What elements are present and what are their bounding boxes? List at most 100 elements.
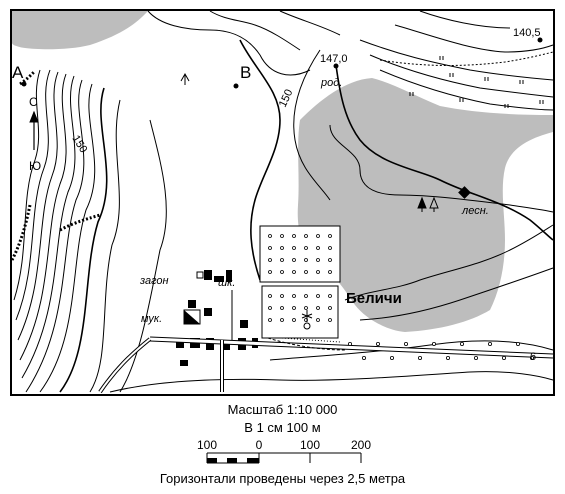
south-label: Ю (29, 159, 41, 173)
mill-label: мук. (141, 313, 162, 325)
roadside-tree-dot (459, 341, 464, 346)
orchard-dot (292, 306, 296, 310)
elevation-label-140: 140,5 (513, 27, 541, 39)
roadside-trees (347, 341, 535, 360)
contours-top (109, 10, 554, 393)
meadow-marks (409, 56, 544, 108)
roadside-tree-dot (516, 341, 521, 346)
orchard-dot (280, 294, 284, 298)
orchard-dot (292, 258, 296, 262)
orchard-dot (268, 258, 272, 262)
forester-house-icon (458, 186, 471, 199)
orchard-dot (292, 294, 296, 298)
roadside-tree-dot (389, 355, 394, 360)
orchard-dot (292, 270, 296, 274)
windmill-icon (301, 310, 313, 330)
pen-label: загон (139, 275, 169, 287)
orchard-dot (268, 306, 272, 310)
scale-tick-0: 0 (256, 438, 263, 452)
scale-tick-100: 100 (300, 438, 320, 452)
orchard-dot (316, 234, 320, 238)
roadside-tree-dot (417, 355, 422, 360)
roads (98, 290, 554, 394)
orchard-dot (304, 294, 308, 298)
village-label: Беличи (346, 290, 402, 307)
orchard-plots (259, 225, 341, 339)
roadside-tree-dot (403, 341, 408, 346)
orchard-dots (268, 234, 332, 322)
scale-tick-100-left: 100 (197, 438, 217, 452)
topographic-map: А В С Ю 147,0 140,5 150 150 род. лесн. з… (10, 9, 555, 396)
road-number-label: 6 (530, 351, 536, 363)
pen-enclosure (196, 271, 204, 279)
orchard-dot (304, 270, 308, 274)
roadside-tree-dot (501, 355, 506, 360)
orchard-dot (292, 246, 296, 250)
orchard-dot (316, 318, 320, 322)
orchard-dot (280, 246, 284, 250)
point-a-marker (21, 81, 27, 87)
point-a-label: А (12, 63, 24, 82)
spring-label: род. (320, 77, 342, 89)
ravine-marks (10, 70, 101, 261)
orchard-dot (268, 294, 272, 298)
orchard-dot (316, 306, 320, 310)
orchard-dot (328, 306, 332, 310)
mill-building (183, 309, 201, 325)
elevation-point-147 (333, 63, 339, 69)
roadside-tree-dot (375, 341, 380, 346)
orchard-dot (292, 318, 296, 322)
orchard-dot (268, 270, 272, 274)
orchard-dot (316, 294, 320, 298)
roadside-tree-dot (487, 341, 492, 346)
orchard-dot (268, 318, 272, 322)
orchard-dot (328, 258, 332, 262)
roadside-tree-dot (361, 355, 366, 360)
orchard-dot (304, 234, 308, 238)
scale-title: Масштаб 1:10 000 (227, 402, 338, 417)
orchard-dot (268, 234, 272, 238)
forester-label: лесн. (461, 205, 489, 217)
path-dotted (379, 51, 554, 66)
scale-subtitle: В 1 см 100 м (244, 420, 321, 435)
orchard-dot (292, 234, 296, 238)
orchard-dot (316, 246, 320, 250)
roadside-tree-dot (445, 355, 450, 360)
north-arrow (29, 110, 39, 150)
north-label: С (29, 95, 38, 109)
orchard-dot (328, 294, 332, 298)
orchard-dot (280, 270, 284, 274)
roadside-tree-dot (431, 341, 436, 346)
forest-area-top-left (12, 11, 148, 50)
embankment (281, 337, 341, 343)
scale-bar: 100 0 100 200 (197, 438, 371, 464)
contours-left (13, 69, 167, 393)
orchard-dot (316, 258, 320, 262)
scale-bar-segments (207, 458, 259, 463)
roadside-tree-dot (347, 341, 352, 346)
map-canvas: А В С Ю 147,0 140,5 150 150 род. лесн. з… (10, 9, 555, 396)
orchard-dot (328, 234, 332, 238)
roadside-tree-dot (473, 355, 478, 360)
orchard-dot (304, 246, 308, 250)
forest-tree-icon (417, 196, 439, 212)
elevation-point-140 (537, 37, 543, 43)
tree-icon (180, 72, 190, 85)
stream (335, 64, 554, 241)
elevation-label-147: 147,0 (320, 53, 348, 65)
orchard-dot (280, 306, 284, 310)
point-b-label: В (240, 63, 251, 82)
orchard-dot (304, 258, 308, 262)
orchard-dot (304, 306, 308, 310)
orchard-dot (268, 246, 272, 250)
contour-interval-note: Горизонтали проведены через 2,5 метра (159, 471, 406, 486)
orchard-dot (280, 234, 284, 238)
orchard-dot (328, 270, 332, 274)
scale-tick-200: 200 (351, 438, 371, 452)
orchard-dot (280, 318, 284, 322)
point-b-marker (233, 83, 239, 89)
orchard-dot (328, 246, 332, 250)
orchard-dot (316, 270, 320, 274)
orchard-dot (328, 318, 332, 322)
school-label: шк. (218, 277, 235, 289)
